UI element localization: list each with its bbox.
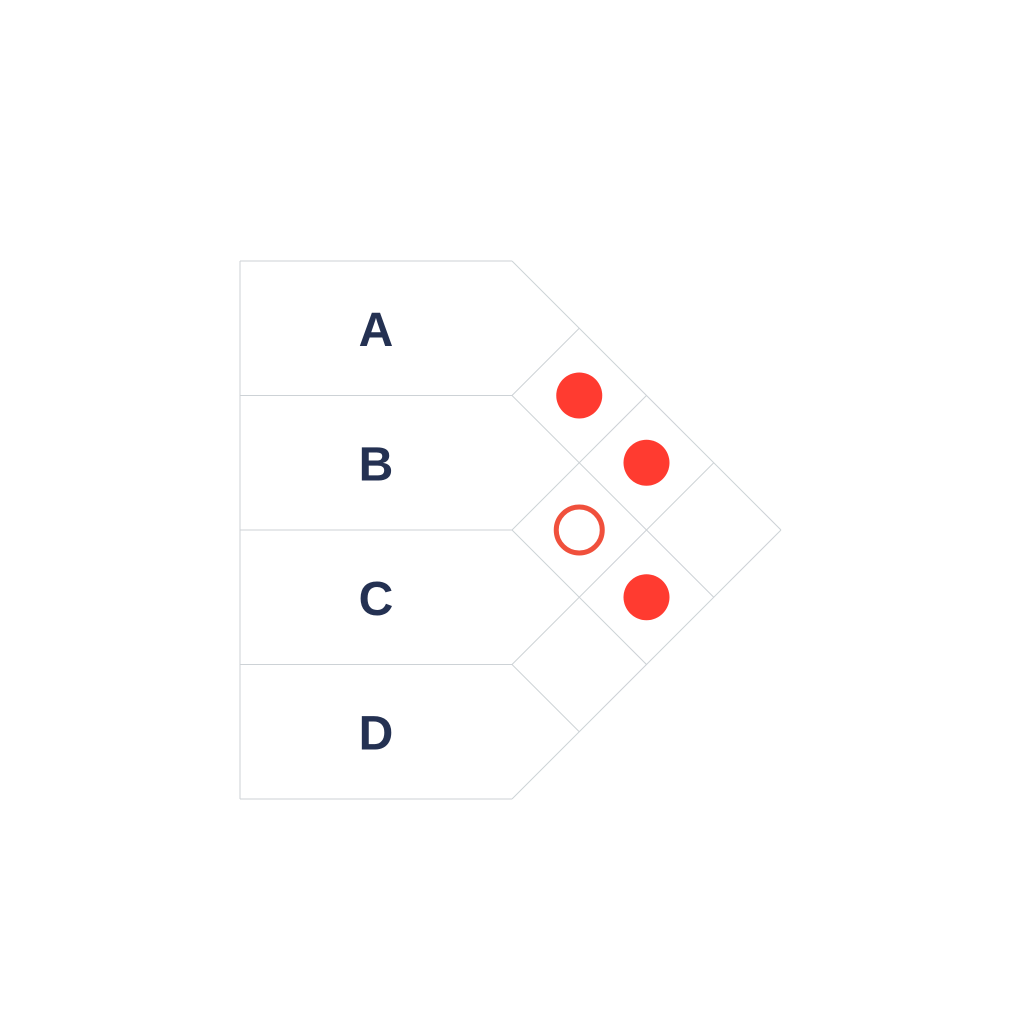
row-label-b: B xyxy=(359,438,394,491)
diagonal-line xyxy=(511,395,647,531)
marker-b-c-ring xyxy=(553,504,605,556)
row-label-a: A xyxy=(359,304,394,357)
diagonal-line xyxy=(511,462,715,665)
marker-a-b-dot xyxy=(556,372,603,419)
row-labels: A B C D xyxy=(359,304,394,761)
diagonal-line xyxy=(511,327,580,396)
diagonal-line xyxy=(511,395,715,598)
marker-a-c-dot xyxy=(623,439,670,486)
row-label-c: C xyxy=(359,573,394,626)
relationship-markers xyxy=(553,372,670,621)
diagonal-line xyxy=(511,529,782,800)
matrix-grid xyxy=(239,260,782,800)
diagonal-line xyxy=(511,664,580,733)
row-label-d: D xyxy=(359,707,394,760)
marker-b-d-dot xyxy=(623,574,670,621)
